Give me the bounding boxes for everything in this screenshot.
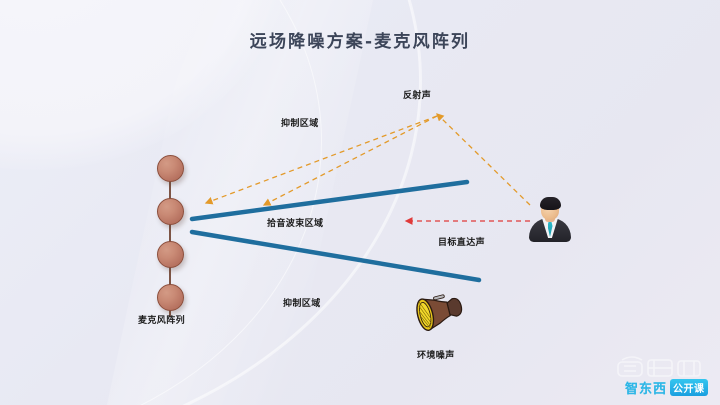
label-lower-suppression-zone: 抑制区域 [283, 299, 321, 309]
avatar-tie [547, 220, 553, 237]
reflected-sound-path [204, 113, 531, 206]
mic-element-4[interactable] [157, 284, 184, 311]
avatar-hair [539, 197, 561, 210]
label-mic-array: 麦克风阵列 [138, 316, 186, 326]
mic-element-3[interactable] [157, 241, 184, 268]
label-target-direct-sound: 目标直达声 [438, 238, 486, 248]
mic-element-2[interactable] [157, 198, 184, 225]
pickup-beam-lines [189, 179, 482, 283]
watermark-logo-outline [612, 352, 712, 380]
label-reflected-sound: 反射声 [403, 91, 432, 101]
watermark-badge: 公开课 [670, 379, 708, 396]
watermark-brand-text: 智东西 [625, 378, 667, 397]
mic-element-1[interactable] [157, 155, 184, 182]
label-upper-suppression-zone: 抑制区域 [281, 119, 319, 129]
label-pickup-beam-zone: 拾音波束区域 [267, 219, 324, 229]
watermark-brand: 智东西 公开课 [625, 378, 708, 397]
talker-avatar [527, 196, 573, 242]
page-title: 远场降噪方案-麦克风阵列 [249, 32, 471, 52]
label-ambient-noise: 环境噪声 [417, 351, 455, 361]
ambient-noise-horn-icon [415, 290, 465, 334]
